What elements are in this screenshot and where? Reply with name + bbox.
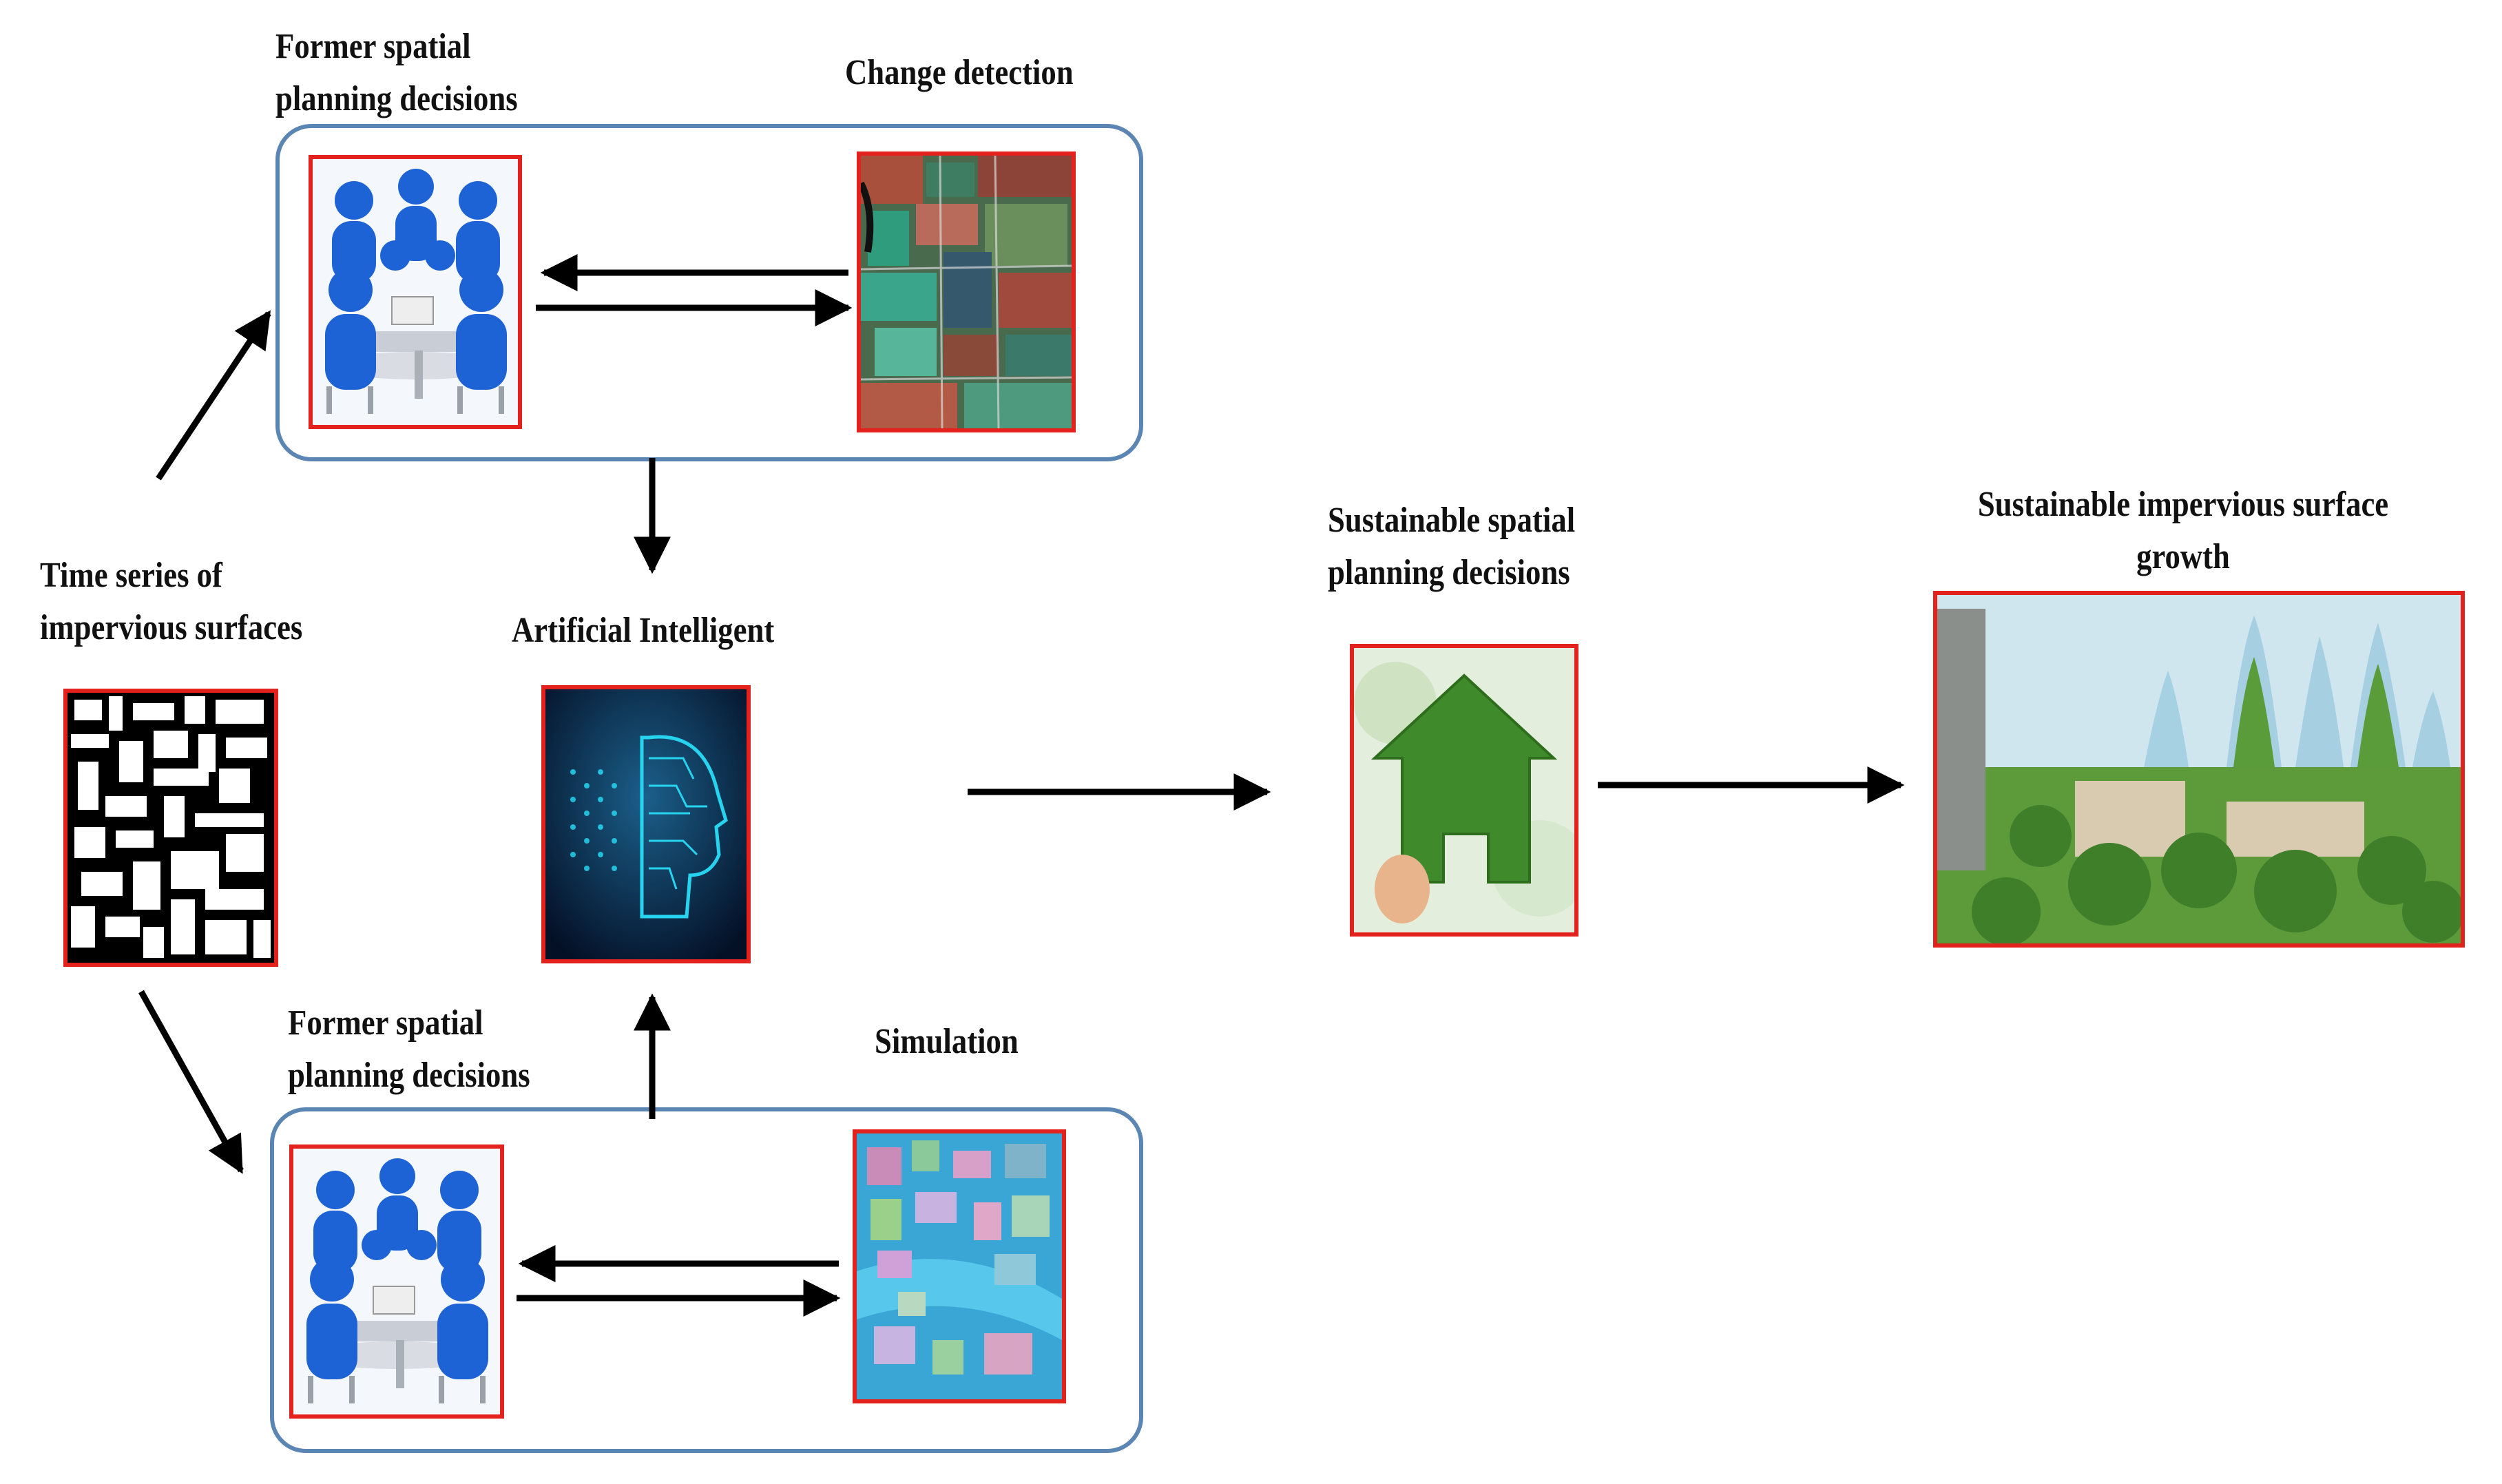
people-at-table-icon (313, 159, 518, 425)
people-at-table-icon (294, 1149, 499, 1414)
satellite-map-icon (861, 156, 1072, 428)
change-detection-label: Change detection (845, 53, 1074, 92)
sustainable-decisions-image (1350, 644, 1578, 937)
meeting-image-bottom (289, 1145, 504, 1419)
ai-image (541, 685, 751, 963)
time-series-image (63, 689, 278, 967)
simulation-label: Simulation (875, 1022, 1019, 1061)
green-city-icon (1937, 595, 2461, 943)
simulation-group (270, 1107, 1143, 1453)
arrow-timeseries-to-bottom (138, 990, 244, 1174)
change-detection-group (275, 124, 1143, 461)
meeting-image-top (309, 155, 522, 429)
simulation-image (853, 1129, 1066, 1403)
sustainable-growth-image (1933, 591, 2465, 948)
3d-city-model-icon (857, 1133, 1062, 1399)
change-detection-image (857, 151, 1076, 432)
ai-label: Artificial Intelligent (512, 611, 775, 650)
arrow-timeseries-to-top (156, 310, 271, 481)
binary-map-icon (67, 693, 274, 963)
green-house-icon (1354, 648, 1574, 932)
ai-head-icon (545, 689, 747, 959)
